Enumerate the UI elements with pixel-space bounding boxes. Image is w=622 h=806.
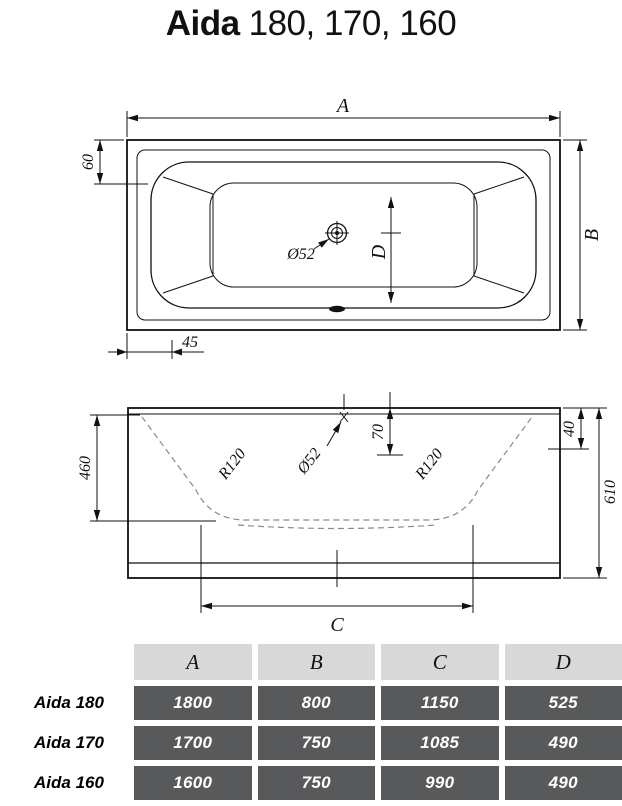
table-cell: 1700 <box>134 726 252 760</box>
radius-label-right: R120 <box>412 446 447 484</box>
dim-label-40: 40 <box>561 421 578 437</box>
table-cell: 1600 <box>134 766 252 800</box>
radius-label-left: R120 <box>215 446 250 484</box>
dim-460: 460 <box>77 415 216 521</box>
dim-label-c: C <box>330 614 344 636</box>
column-header-d: D <box>505 644 622 680</box>
table-cell: 490 <box>505 766 622 800</box>
dim-a: A <box>127 95 560 137</box>
dim-label-a: A <box>335 95 350 117</box>
dim-label-610: 610 <box>602 480 619 504</box>
side-view-drawing: 460 70 40 610 R120 R120 Ø52 <box>77 392 619 636</box>
drain-symbol <box>325 221 349 245</box>
row-label: Aida 180 <box>0 686 128 720</box>
table-cell: 1800 <box>134 686 252 720</box>
table-cell: 750 <box>258 766 376 800</box>
column-header-a: A <box>134 644 252 680</box>
table-row: Aida 170 1700 750 1085 490 <box>0 726 622 760</box>
table-header-row: A B C D <box>0 644 622 680</box>
dim-60: 60 <box>80 140 148 184</box>
row-label: Aida 160 <box>0 766 128 800</box>
tub-top-outline <box>127 140 560 330</box>
top-view-drawing: A B 60 45 D <box>80 95 603 359</box>
dim-label-460: 460 <box>77 456 94 480</box>
tub-side-profile <box>142 417 532 529</box>
spec-table: A B C D Aida 180 1800 800 1150 525 Aida … <box>0 644 622 806</box>
dim-label-b: B <box>581 229 603 241</box>
dim-drain-top: Ø52 <box>286 239 329 263</box>
table-cell: 525 <box>505 686 622 720</box>
dim-label-60: 60 <box>80 154 97 170</box>
dim-label-70: 70 <box>370 424 387 440</box>
table-cell: 990 <box>381 766 499 800</box>
table-corner-cell <box>0 644 128 680</box>
row-label: Aida 170 <box>0 726 128 760</box>
table-cell: 800 <box>258 686 376 720</box>
drain-diameter-label-side: Ø52 <box>294 445 325 478</box>
table-cell: 1085 <box>381 726 499 760</box>
table-row: Aida 180 1800 800 1150 525 <box>0 686 622 720</box>
table-cell: 490 <box>505 726 622 760</box>
technical-drawing: A B 60 45 D <box>0 0 622 640</box>
dim-70: 70 <box>370 392 403 455</box>
table-row: Aida 160 1600 750 990 490 <box>0 766 622 800</box>
tub-side-outline <box>128 408 560 578</box>
dim-45: 45 <box>108 333 204 359</box>
drain-diameter-label-top: Ø52 <box>286 246 315 263</box>
column-header-c: C <box>381 644 499 680</box>
dim-label-d: D <box>368 244 390 260</box>
dim-label-45: 45 <box>182 334 198 351</box>
table-cell: 750 <box>258 726 376 760</box>
column-header-b: B <box>258 644 376 680</box>
dim-drain-side: Ø52 <box>294 422 341 478</box>
table-cell: 1150 <box>381 686 499 720</box>
dim-b: B <box>563 140 603 330</box>
overflow-symbol <box>329 306 345 312</box>
